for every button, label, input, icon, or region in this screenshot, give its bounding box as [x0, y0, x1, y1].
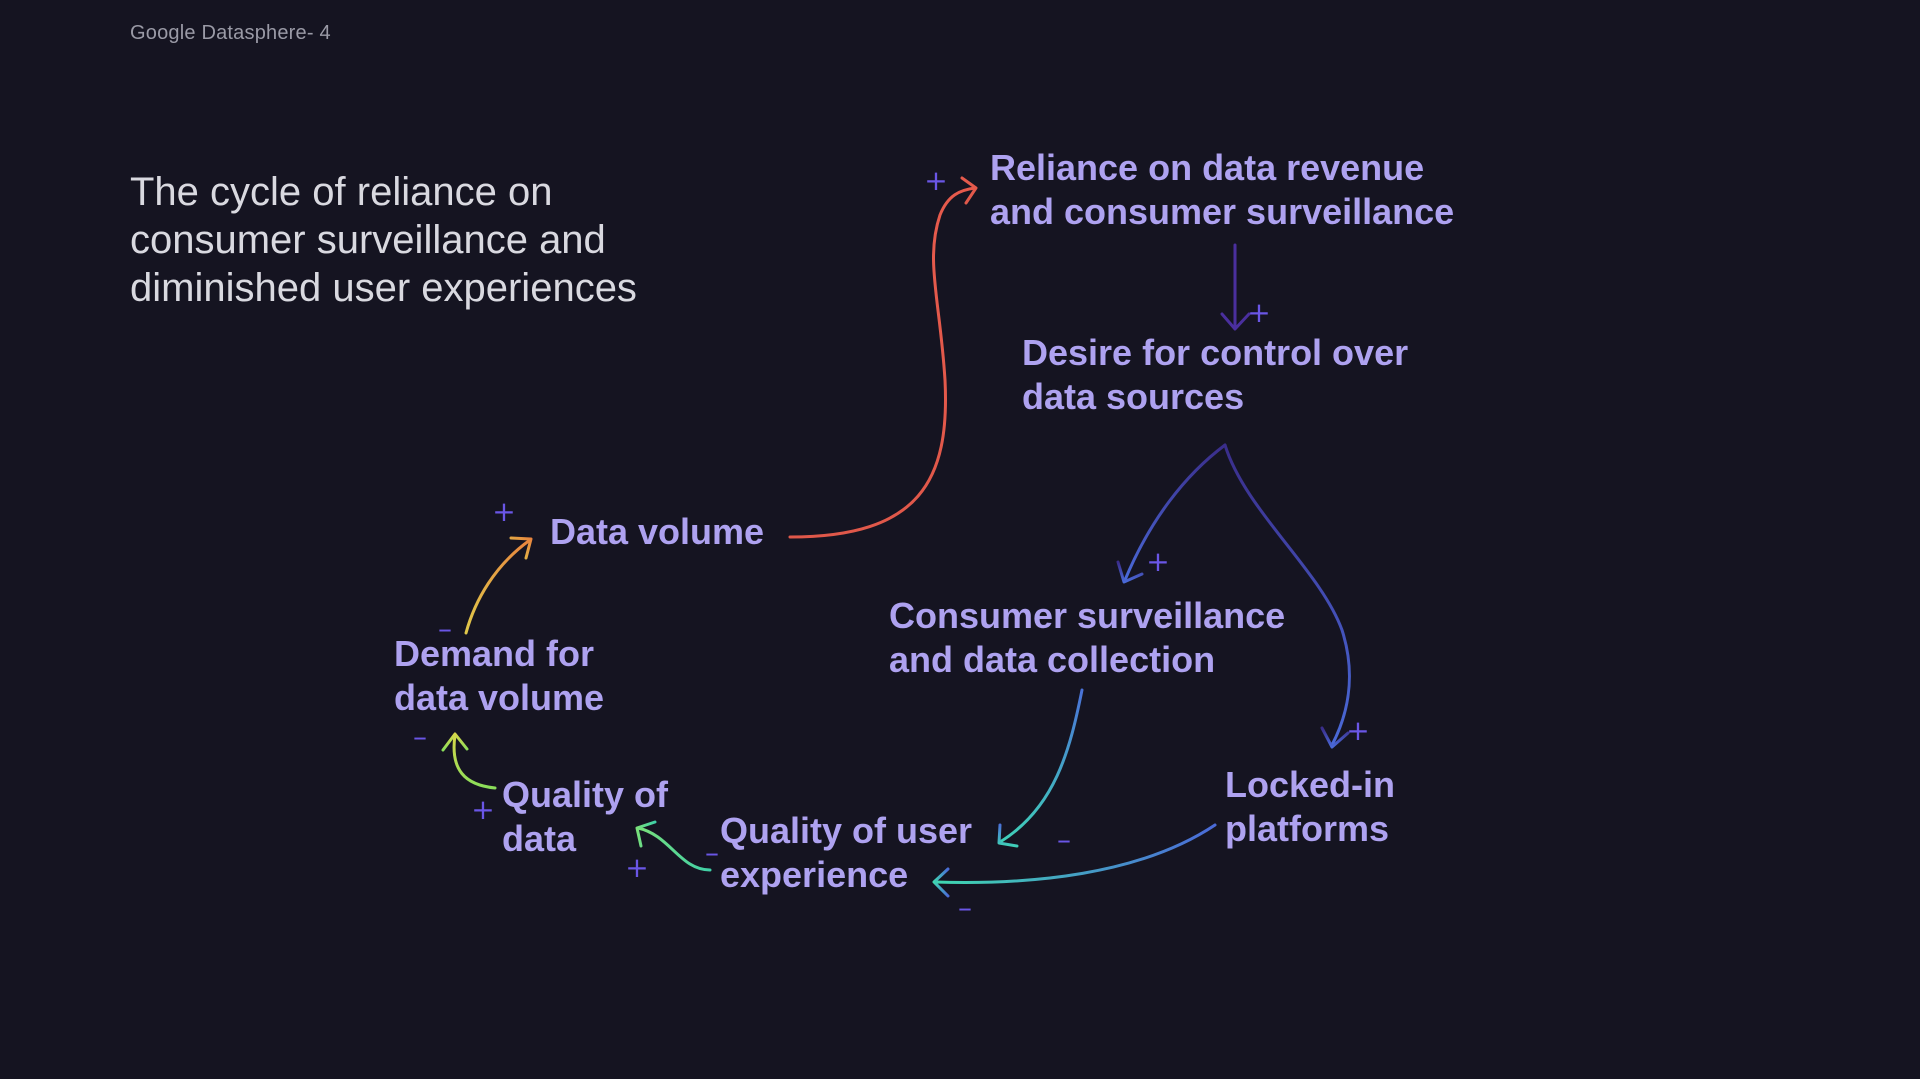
sign-locked-in: + — [1346, 714, 1370, 747]
arrow-desire-to-surveillance — [1116, 443, 1227, 584]
node-ux-quality-line-1: Quality of user — [720, 810, 973, 851]
title-line-2: consumer surveillance and — [130, 218, 606, 262]
node-data-quality-line-1: Quality of — [502, 774, 669, 815]
node-locked-in: Locked-in platforms — [1225, 763, 1395, 851]
node-ux-quality: Quality of user experience — [720, 809, 972, 897]
node-demand-line-1: Demand for — [394, 633, 595, 674]
node-data-volume-line-1: Data volume — [550, 511, 765, 552]
sign-volume-in: + — [492, 495, 516, 528]
sign-data-quality-out: + — [471, 793, 495, 826]
node-data-quality-line-2: data — [502, 818, 577, 859]
node-data-quality: Quality of data — [502, 773, 668, 861]
arrow-demand-to-volume — [464, 536, 533, 635]
node-locked-in-line-2: platforms — [1225, 808, 1390, 849]
sign-ux-from-surveillance: – — [1057, 823, 1071, 856]
arrow-reliance-to-desire — [1220, 243, 1251, 331]
node-ux-quality-line-2: experience — [720, 854, 909, 895]
title-line-3: diminished user experiences — [130, 266, 637, 310]
sign-surveillance-in: + — [1146, 545, 1170, 578]
node-reliance-line-1: Reliance on data revenue — [990, 147, 1425, 188]
sign-demand-in: – — [413, 720, 427, 753]
sign-data-quality-in: + — [625, 851, 649, 884]
node-demand: Demand for data volume — [394, 632, 604, 720]
arrow-ux-to-data-quality — [635, 820, 712, 872]
node-desire-line-2: data sources — [1022, 376, 1245, 417]
slide-title: The cycle of reliance on consumer survei… — [130, 168, 750, 312]
sign-ux-from-locked: – — [958, 891, 972, 924]
node-locked-in-line-1: Locked-in — [1225, 764, 1396, 805]
sign-ux-out: – — [705, 836, 719, 869]
node-surveillance-line-1: Consumer surveillance — [889, 595, 1286, 636]
sign-reliance-in: + — [924, 164, 948, 197]
node-desire-line-1: Desire for control over — [1022, 332, 1409, 373]
sign-demand-out: – — [438, 612, 452, 645]
arrow-desire-to-locked — [1223, 443, 1351, 749]
slide-header: Google Datasphere- 4 — [130, 22, 331, 44]
node-reliance: Reliance on data revenue and consumer su… — [990, 146, 1454, 234]
node-desire: Desire for control over data sources — [1022, 331, 1408, 419]
arrow-surveillance-to-ux — [997, 688, 1084, 848]
sign-desire-in: + — [1247, 296, 1271, 329]
node-reliance-line-2: and consumer surveillance — [990, 191, 1455, 232]
title-line-1: The cycle of reliance on — [130, 170, 553, 214]
arrow-data-quality-to-demand — [441, 732, 497, 790]
node-demand-line-2: data volume — [394, 677, 605, 718]
arrow-locked-to-ux — [932, 823, 1217, 898]
arrow-volume-to-reliance — [788, 176, 978, 539]
node-surveillance: Consumer surveillance and data collectio… — [889, 594, 1285, 682]
node-data-volume: Data volume — [550, 510, 764, 554]
node-surveillance-line-2: and data collection — [889, 639, 1216, 680]
